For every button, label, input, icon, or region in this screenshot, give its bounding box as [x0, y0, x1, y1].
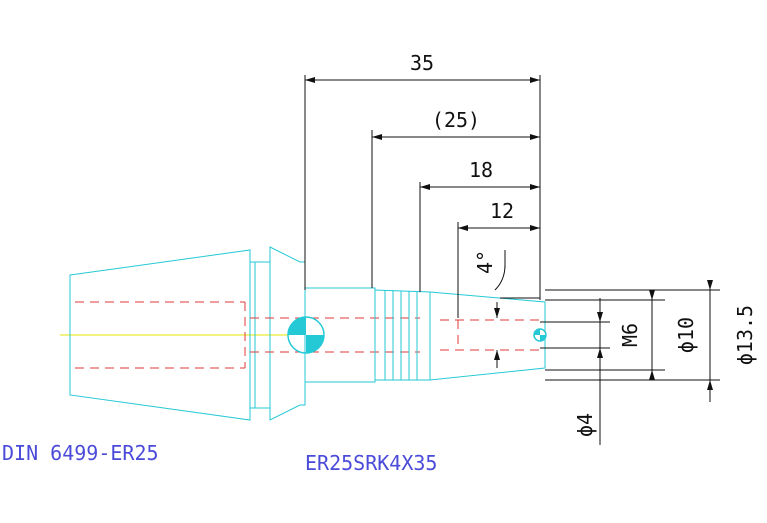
hidden-bore-lines	[75, 301, 540, 369]
vertical-dimensions	[494, 280, 713, 445]
collet-label: ER25SRK4X35	[305, 451, 437, 475]
collet-shank	[304, 287, 546, 383]
dim-ref-length: (25)	[432, 108, 480, 132]
dim-angle: 4°	[473, 250, 497, 274]
dim-dia-13-5: ϕ13.5	[733, 305, 757, 365]
center-mark-circle	[287, 316, 325, 354]
dim-dia-4: ϕ4	[573, 413, 597, 437]
holder-label: DIN 6499-ER25	[2, 441, 159, 465]
dim-dia-10: ϕ10	[674, 317, 698, 353]
dim-thread: M6	[618, 323, 642, 347]
dim-overall-length: 35	[410, 51, 434, 75]
dim-length-18: 18	[469, 158, 493, 182]
horizontal-dimensions	[305, 77, 540, 231]
tip-hole-mark	[533, 328, 547, 342]
dim-length-12: 12	[490, 199, 514, 223]
collet-chuck-body	[69, 246, 306, 421]
